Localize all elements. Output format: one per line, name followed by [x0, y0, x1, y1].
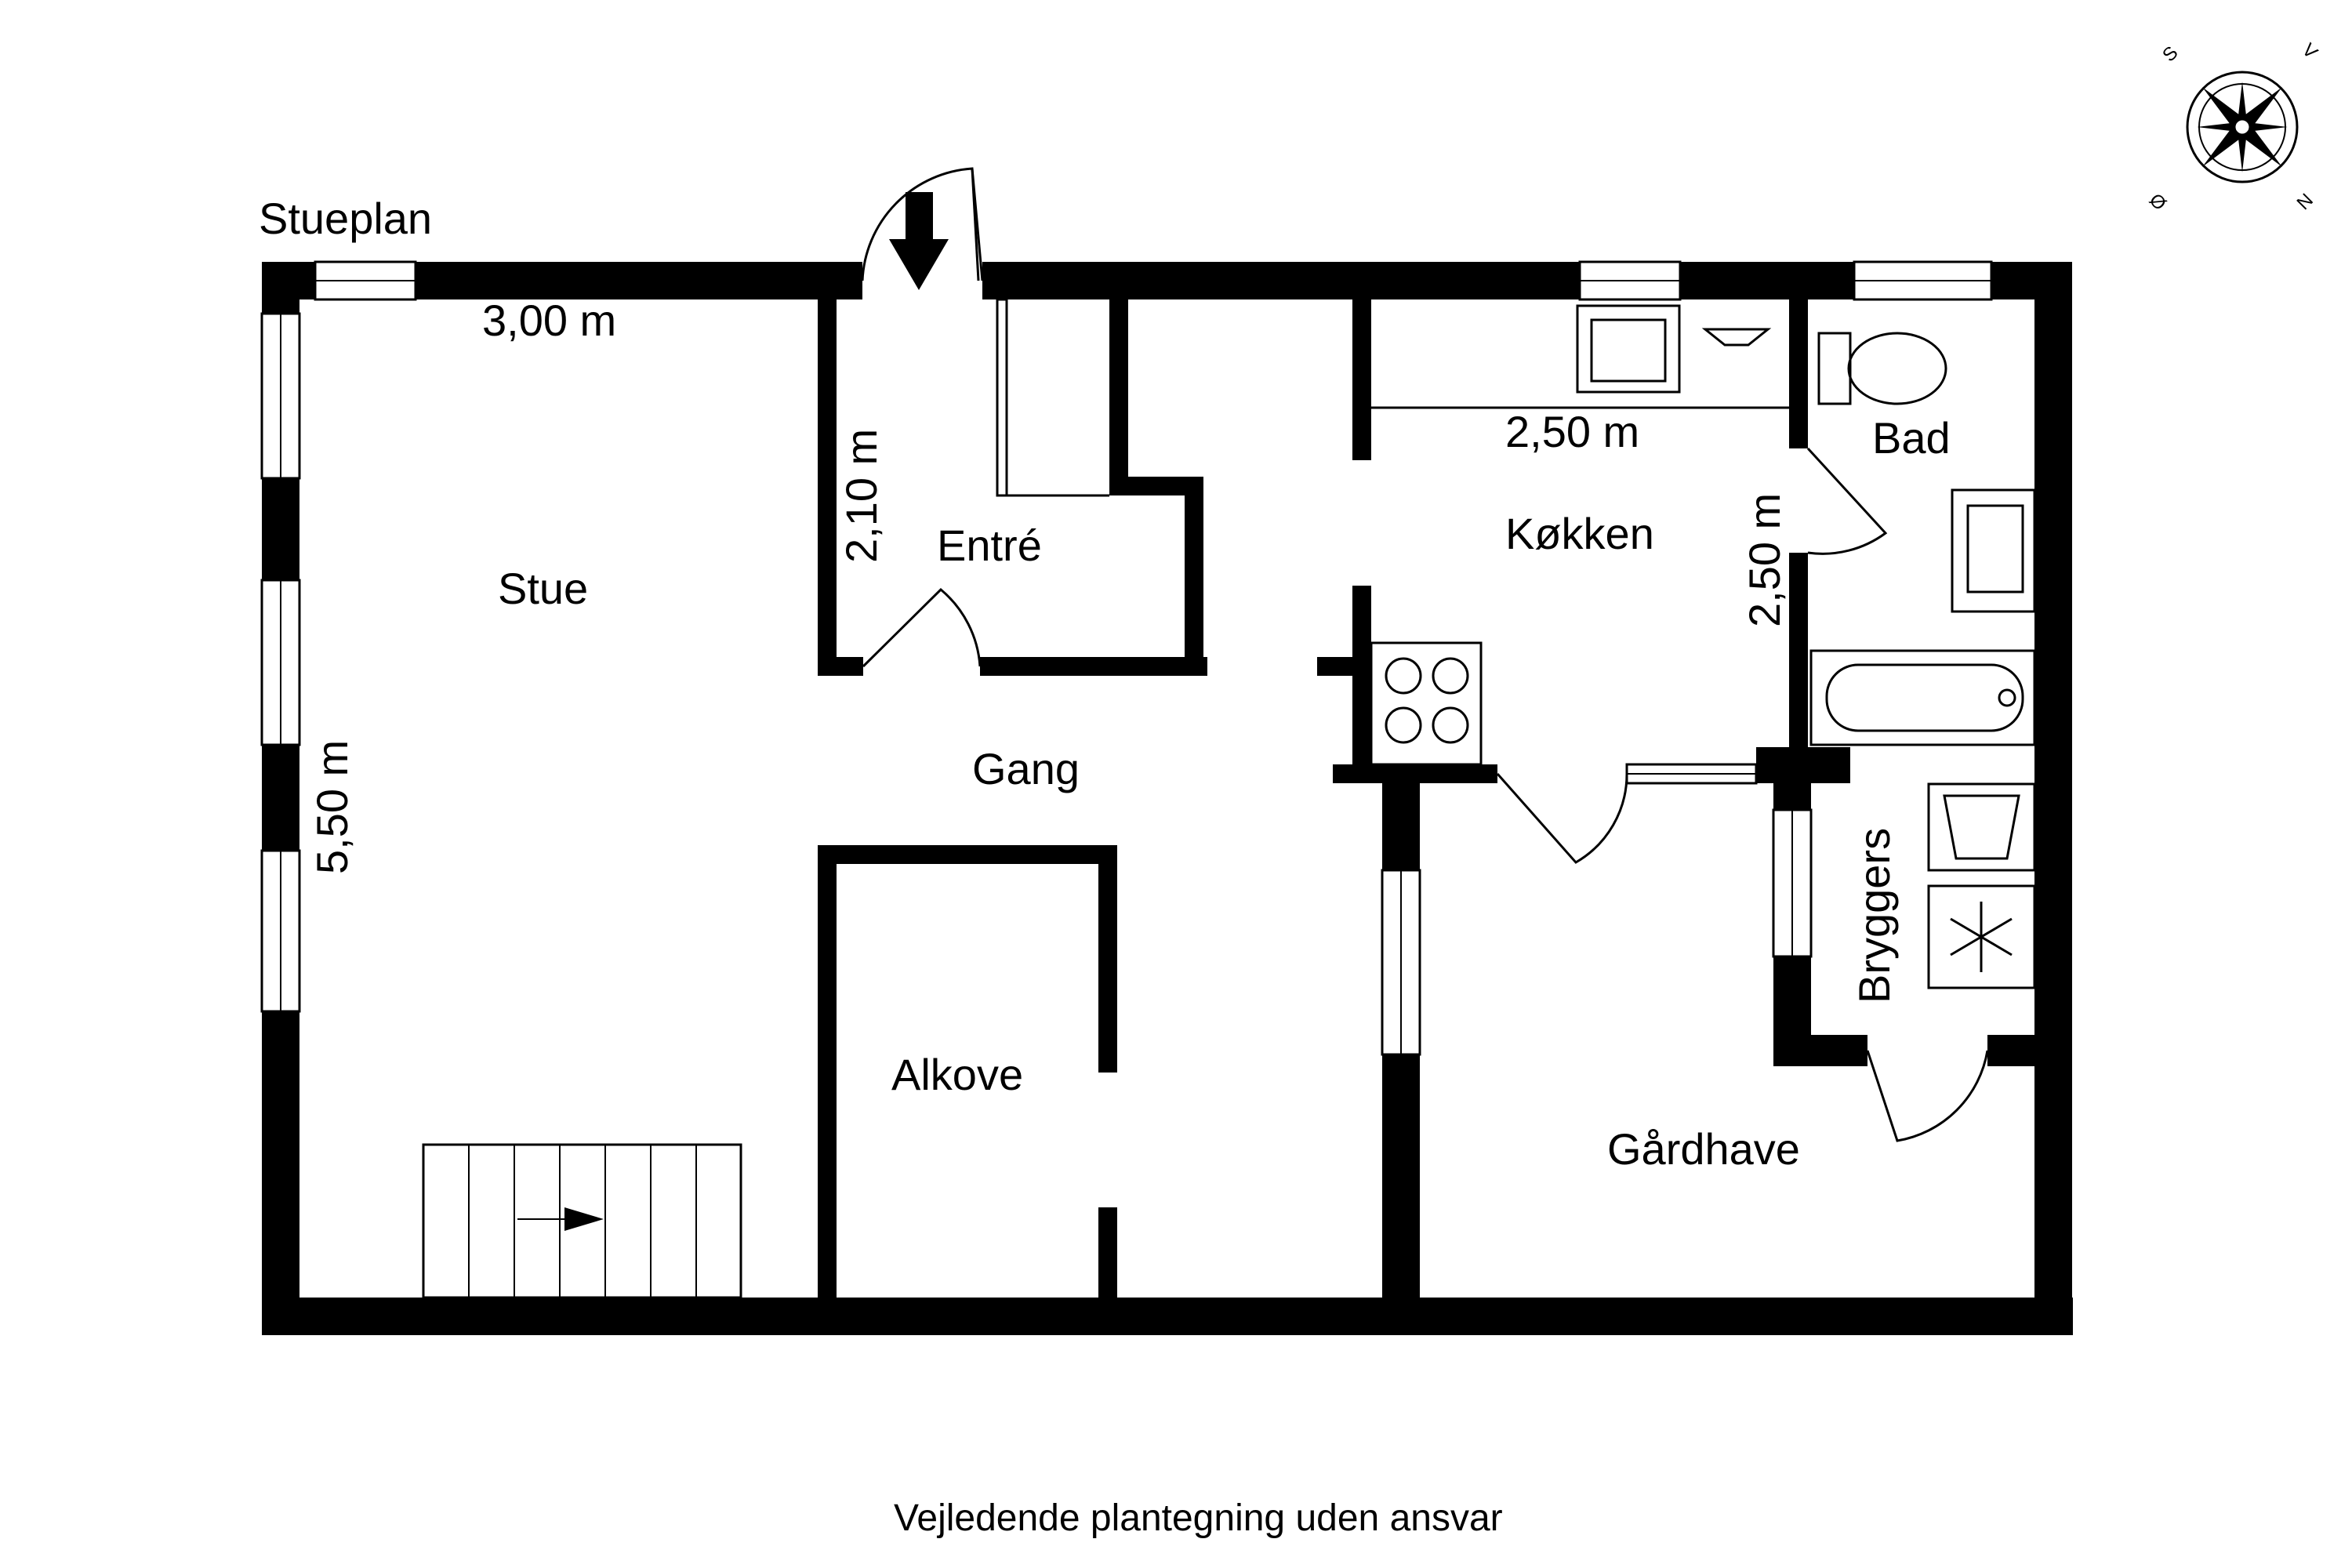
disclaimer: Vejledende plantegning uden ansvar	[894, 1497, 1503, 1539]
entre-door	[862, 587, 982, 668]
bathtub	[1809, 649, 2036, 746]
dimension-kokken-length: 2,50 m	[1740, 493, 1789, 627]
room-label-alkove: Alkove	[891, 1050, 1023, 1099]
dimension-stue-width: 3,00 m	[482, 296, 616, 345]
burner	[1432, 657, 1469, 695]
floor-title: Stueplan	[259, 194, 432, 243]
bad-door	[1806, 447, 1888, 555]
room-label-kokken: Køkken	[1505, 509, 1654, 558]
room-label-gang: Gang	[972, 744, 1080, 793]
freezer	[1927, 884, 2036, 989]
staircase-steps	[468, 1145, 697, 1298]
closet	[996, 298, 1008, 497]
compass-east: Ø	[2146, 189, 2171, 214]
burner	[1385, 657, 1422, 695]
bathroom-sink	[1951, 488, 2036, 613]
room-label-stue: Stue	[498, 564, 588, 613]
stove	[1370, 641, 1483, 766]
room-label-entre: Entré	[937, 521, 1042, 570]
bryggers-garden-door	[1866, 1050, 1989, 1142]
stair-direction-arrow-icon	[564, 1207, 604, 1231]
interior-windows	[1381, 763, 1813, 1056]
washing-machine	[1927, 782, 2036, 872]
compass-south: S	[2158, 42, 2182, 66]
doors	[861, 167, 1989, 1142]
compass-north: N	[2292, 189, 2316, 213]
burner	[1432, 706, 1469, 744]
toilet-tank	[1817, 332, 1852, 405]
dimension-stue-length: 5,50 m	[307, 740, 357, 874]
toilet-bowl	[1847, 332, 1947, 405]
interior-walls	[818, 299, 2046, 1305]
dimension-kokken-width: 2,50 m	[1505, 407, 1639, 456]
burner	[1385, 706, 1422, 744]
snowflake-icon	[1950, 902, 2013, 972]
room-label-gardhave: Gårdhave	[1607, 1124, 1800, 1174]
entrance-arrow-icon	[889, 192, 949, 290]
fixtures	[422, 298, 2036, 1299]
dimension-entre-length: 2,10 m	[837, 429, 886, 563]
compass-west: V	[2298, 39, 2321, 63]
window-panes	[280, 280, 1991, 1011]
kitchen-garden-door	[1496, 773, 1628, 864]
kitchen-sink	[1576, 304, 1681, 394]
room-label-bad: Bad	[1872, 413, 1951, 463]
staircase	[422, 1143, 742, 1299]
entrance-door	[861, 167, 984, 281]
dishwasher-icon	[1701, 328, 1772, 347]
room-label-bryggers: Bryggers	[1849, 828, 1899, 1004]
compass-icon	[2186, 71, 2299, 183]
interior-window-panes	[1400, 773, 1793, 1054]
